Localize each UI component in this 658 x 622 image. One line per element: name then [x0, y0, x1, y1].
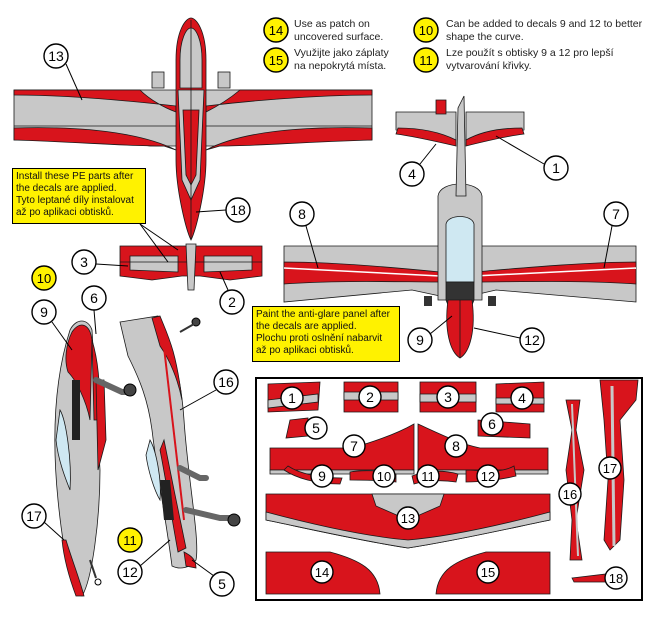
sheet-6: 6: [488, 416, 496, 432]
sheet-5: 5: [312, 420, 320, 436]
marker-9-side: 9: [40, 304, 48, 320]
marker-7: 7: [612, 206, 620, 222]
marker-8: 8: [298, 206, 306, 222]
note-14: Use as patch on uncovered surface.: [294, 18, 384, 43]
marker-13: 13: [48, 48, 64, 64]
pe-parts-callout: Install these PE parts after the decals …: [12, 168, 146, 224]
badge-11-icon: 11: [413, 47, 439, 73]
marker-2: 2: [228, 294, 236, 310]
sheet-18: 18: [609, 571, 623, 586]
note-11: Lze použít s obtisky 9 a 12 pro lepší vy…: [446, 47, 614, 72]
marker-11: 11: [123, 533, 137, 548]
sheet-4: 4: [518, 390, 526, 406]
sheet-8: 8: [452, 438, 460, 454]
marker-6: 6: [90, 290, 98, 306]
sheet-7: 7: [350, 438, 358, 454]
svg-text:15: 15: [269, 53, 283, 68]
callout-markers: 13 18 3 2 4 1 8 7 9 12 10 9 6: [21, 43, 629, 597]
sheet-10: 10: [377, 469, 391, 484]
sheet-11: 11: [421, 469, 435, 484]
sheet-15: 15: [481, 565, 495, 580]
badge-15-icon: 15: [263, 47, 289, 73]
note-10: Can be added to decals 9 and 12 to bette…: [446, 18, 643, 43]
sheet-9: 9: [318, 468, 326, 484]
marker-10: 10: [37, 271, 51, 286]
sheet-1: 1: [288, 390, 296, 406]
anti-glare-callout: Paint the anti-glare panel after the dec…: [252, 306, 400, 362]
marker-18: 18: [230, 202, 246, 218]
side-view-left: [54, 320, 137, 597]
side-view-right: [119, 315, 241, 569]
svg-text:14: 14: [269, 23, 283, 38]
sheet-16: 16: [563, 487, 577, 502]
marker-12-side: 12: [122, 564, 138, 580]
svg-text:11: 11: [419, 53, 433, 68]
top-view: [13, 17, 373, 291]
marker-5: 5: [218, 576, 226, 592]
sheet-2: 2: [366, 389, 374, 405]
sheet-13: 13: [401, 511, 415, 526]
marker-12-front: 12: [524, 332, 540, 348]
sheet-3: 3: [444, 389, 452, 405]
marker-4: 4: [408, 166, 416, 182]
svg-text:10: 10: [419, 23, 433, 38]
sheet-12: 12: [481, 469, 495, 484]
marker-16: 16: [218, 374, 234, 390]
marker-17: 17: [26, 508, 42, 524]
marker-3: 3: [80, 254, 88, 270]
sheet-17: 17: [603, 461, 617, 476]
front-view: [283, 95, 637, 359]
note-15: Využijte jako záplaty na nepokrytá místa…: [294, 47, 389, 72]
sheet-markers: 1 2 3 4 5 6 7 8 9 10 11 12 13 14 15 16 1…: [280, 385, 628, 590]
marker-1: 1: [552, 160, 560, 176]
sheet-14: 14: [315, 565, 329, 580]
marker-9-front: 9: [416, 332, 424, 348]
badge-14-icon: 14: [263, 17, 289, 43]
badge-10-icon: 10: [413, 17, 439, 43]
